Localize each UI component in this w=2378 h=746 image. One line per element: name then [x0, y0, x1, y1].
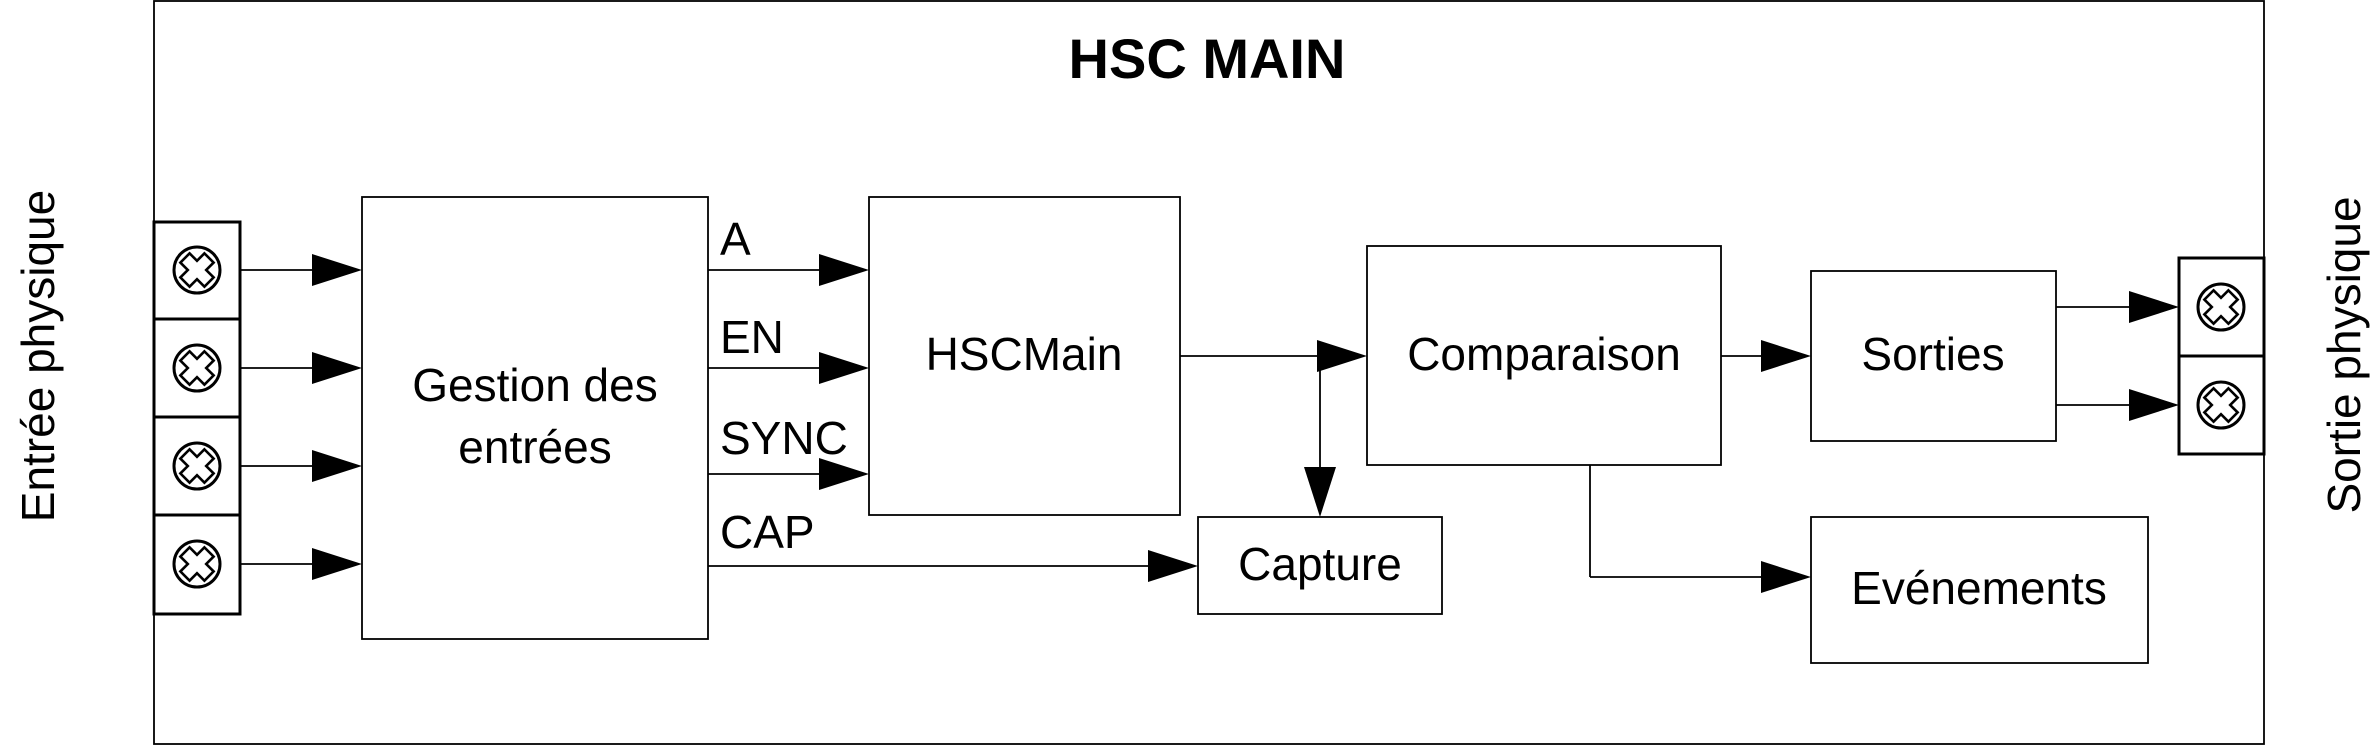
signal-sync-label: SYNC	[720, 412, 848, 464]
signal-wires	[708, 254, 1198, 582]
comparison-to-outputs-arrow	[1761, 340, 1811, 372]
output-wires	[2056, 291, 2179, 421]
input-side-label: Entrée physique	[12, 190, 64, 522]
input-arrow-2	[312, 352, 362, 384]
input-screw-3-icon	[171, 440, 223, 492]
output-screw-2-icon	[2195, 379, 2247, 431]
hscmain-block	[868, 196, 1181, 516]
signal-cap-arrow	[1148, 550, 1198, 582]
output-arrow-1	[2129, 291, 2179, 323]
input-screw-1-icon	[171, 244, 223, 296]
input-screw-4-icon	[171, 538, 223, 590]
comparison-wires	[1589, 340, 1811, 593]
signal-a-arrow	[819, 254, 869, 286]
signal-a-label: A	[720, 213, 751, 265]
signal-en-arrow	[819, 352, 869, 384]
signal-cap-label: CAP	[720, 506, 815, 558]
hscmain-wires	[1180, 340, 1367, 517]
hscmain-to-comparison-arrow	[1317, 340, 1367, 372]
input-screw-2-icon	[171, 342, 223, 394]
output-terminal-block	[2177, 256, 2266, 456]
output-arrow-2	[2129, 389, 2179, 421]
input-management-label-line1: Gestion des	[412, 359, 657, 411]
capture-label: Capture	[1238, 538, 1402, 590]
outputs-block	[1810, 270, 2057, 442]
output-side-label: Sortie physique	[2318, 196, 2370, 513]
input-terminal-block	[152, 220, 242, 616]
input-wires	[240, 254, 362, 580]
input-management-block	[361, 196, 709, 640]
input-management-label-line2: entrées	[458, 421, 611, 473]
input-arrow-3	[312, 450, 362, 482]
input-arrow-1	[312, 254, 362, 286]
events-label: Evénements	[1851, 562, 2107, 614]
events-block	[1810, 516, 2149, 664]
comparison-label: Comparaison	[1407, 328, 1681, 380]
input-arrow-4	[312, 548, 362, 580]
comparison-to-events-arrow	[1761, 561, 1811, 593]
capture-block	[1197, 516, 1443, 615]
signal-en-label: EN	[720, 311, 784, 363]
hscmain-to-capture-arrow	[1304, 467, 1336, 517]
output-screw-1-icon	[2195, 281, 2247, 333]
signal-sync-arrow	[819, 458, 869, 490]
hscmain-label: HSCMain	[926, 328, 1123, 380]
diagram-title: HSC MAIN	[1069, 27, 1346, 90]
outputs-label: Sorties	[1861, 328, 2004, 380]
comparison-block	[1366, 245, 1722, 466]
